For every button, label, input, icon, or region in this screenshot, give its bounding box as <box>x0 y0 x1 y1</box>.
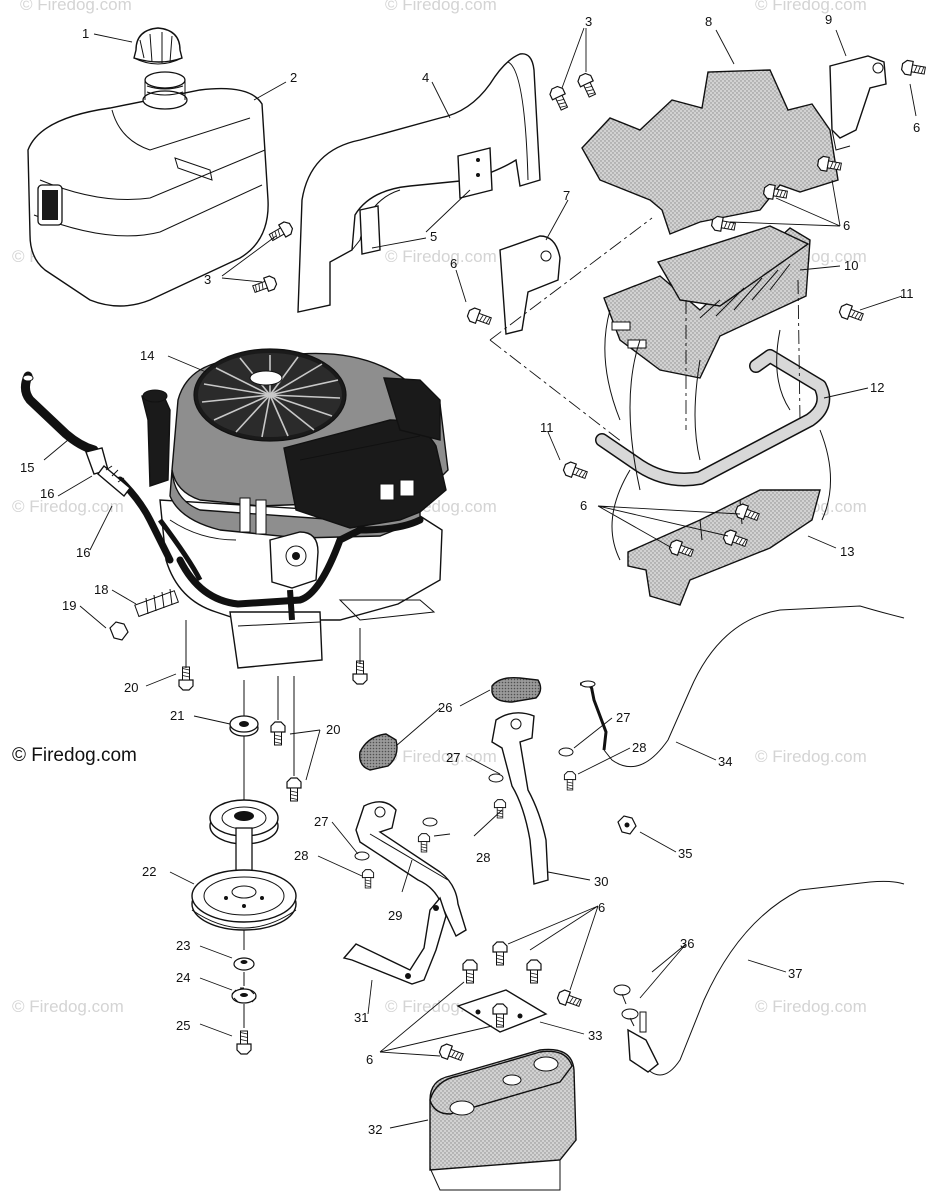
callout-label: 1 <box>82 26 89 41</box>
watermark: © Firedog.com <box>755 0 867 14</box>
callout-label: 28 <box>632 740 646 755</box>
exhaust-pipe-icon <box>491 712 549 885</box>
mounting-bracket-icon <box>342 896 447 985</box>
callout-label: 2 <box>290 70 297 85</box>
copyright-credit: © Firedog.com <box>12 745 137 766</box>
callout-label: 16 <box>76 545 90 560</box>
callout-label: 31 <box>354 1010 368 1025</box>
choke-cable-icon <box>627 880 905 1076</box>
callout-label: 34 <box>718 754 732 769</box>
callout-label: 13 <box>840 544 854 559</box>
throttle-cable-icon <box>579 605 905 768</box>
callout-label: 6 <box>843 218 850 233</box>
callout-label: 30 <box>594 874 608 889</box>
callout-label: 12 <box>870 380 884 395</box>
callout-label: 33 <box>588 1028 602 1043</box>
screw-icon <box>613 984 639 1027</box>
callout-label: 11 <box>900 286 914 301</box>
callout-label: 22 <box>142 864 156 879</box>
fuel-filter-icon <box>85 447 131 498</box>
mounting-bracket-icon <box>829 55 887 151</box>
callout-label: 4 <box>422 70 429 85</box>
pulley-icon <box>191 799 297 950</box>
watermark: © Firedog.com <box>385 747 497 766</box>
callout-label: 3 <box>204 272 211 287</box>
grab-handle-icon <box>595 349 831 487</box>
spacer-icon <box>229 680 259 808</box>
watermark: © Firedog.com <box>755 747 867 766</box>
screw-icon <box>900 59 927 79</box>
watermark: © Firedog.com <box>12 497 124 516</box>
callout-label: 27 <box>616 710 630 725</box>
watermark: © Firedog.com <box>385 247 497 266</box>
callout-label: 32 <box>368 1122 382 1137</box>
callout-label: 19 <box>62 598 76 613</box>
callout-label: 6 <box>913 120 920 135</box>
callout-label: 15 <box>20 460 34 475</box>
watermark: © Firedog.com <box>385 0 497 14</box>
callout-label: 6 <box>598 900 605 915</box>
alignment-lines <box>489 217 831 561</box>
callout-label: 6 <box>580 498 587 513</box>
callout-label: 20 <box>326 722 340 737</box>
callout-label: 10 <box>844 258 858 273</box>
watermark: © Firedog.com <box>12 997 124 1016</box>
callout-label: 9 <box>825 12 832 27</box>
washer-icon <box>231 987 257 1004</box>
nut-icon <box>617 815 637 835</box>
muffler-icon <box>429 1048 577 1191</box>
callout-label: 7 <box>563 188 570 203</box>
callout-label: 25 <box>176 1018 190 1033</box>
callout-labels: 1 2 3 3 4 5 6 7 8 9 6 6 10 11 3 14 12 11… <box>20 12 920 1137</box>
mounting-bracket-icon <box>359 147 493 255</box>
callout-label: 18 <box>94 582 108 597</box>
callout-label: 21 <box>170 708 184 723</box>
washer-icon <box>233 957 255 971</box>
bolt-icon <box>236 972 252 1055</box>
callout-label: 24 <box>176 970 190 985</box>
callout-label: 28 <box>294 848 308 863</box>
callout-label: 36 <box>680 936 694 951</box>
callout-label: 5 <box>430 229 437 244</box>
callout-label: 11 <box>540 420 554 435</box>
watermark: © Firedog.com <box>20 0 132 14</box>
callout-label: 16 <box>40 486 54 501</box>
callout-label: 35 <box>678 846 692 861</box>
gasket-icon <box>359 676 542 771</box>
callout-label: 28 <box>476 850 490 865</box>
callout-label: 14 <box>140 348 154 363</box>
callout-label: 3 <box>585 14 592 29</box>
callout-label: 27 <box>446 750 460 765</box>
muffler-guard-icon <box>603 225 811 379</box>
heat-shield-icon <box>581 69 839 235</box>
fuel-cap-icon <box>133 27 183 65</box>
mounting-bracket-icon <box>627 489 821 606</box>
callout-label: 6 <box>450 256 457 271</box>
leader-lines <box>43 27 917 1129</box>
washer-icon <box>354 747 574 861</box>
nut-icon <box>109 621 129 641</box>
bolt-icon <box>134 588 180 618</box>
watermark: © Firedog.com <box>755 997 867 1016</box>
engine-icon <box>141 348 449 669</box>
callout-label: 29 <box>388 908 402 923</box>
callout-label: 20 <box>124 680 138 695</box>
callout-label: 26 <box>438 700 452 715</box>
callout-label: 27 <box>314 814 328 829</box>
callout-label: 6 <box>366 1052 373 1067</box>
fuel-tank-icon <box>27 71 269 307</box>
callout-label: 37 <box>788 966 802 981</box>
mounting-bracket-icon <box>499 235 561 335</box>
leader-lines <box>185 620 361 776</box>
callout-label: 8 <box>705 14 712 29</box>
exhaust-pipe-icon <box>355 801 467 937</box>
callout-label: 23 <box>176 938 190 953</box>
